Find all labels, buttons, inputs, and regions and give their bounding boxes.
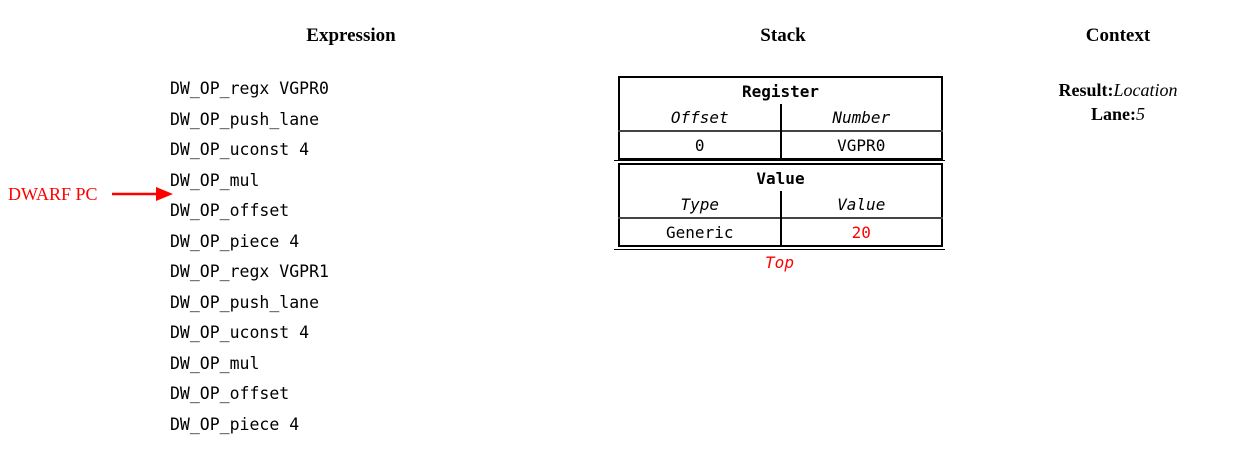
stack-container: Register Offset Number 0 VGPR0 Value Typ… (614, 76, 954, 273)
stack-entry-value-row: Generic 20 (619, 217, 942, 246)
context-value: Location (1113, 80, 1178, 100)
expression-line: DW_OP_piece 4 (170, 414, 300, 434)
context-row-result: Result:Location (1018, 78, 1218, 102)
context-body: Result:Location Lane:5 (1018, 78, 1218, 126)
stack-column-header: Number (832, 107, 891, 127)
expression-line: DW_OP_mul (170, 170, 260, 190)
expression-line: DW_OP_offset (170, 201, 290, 220)
context-value: 5 (1136, 104, 1145, 124)
stack-entry-value: Value Type Value Generic 20 (618, 163, 943, 247)
context-key: Lane: (1091, 104, 1136, 124)
stack-entry-title: Value (756, 168, 805, 188)
stack-column-header: Value (837, 194, 886, 214)
column-heading-context: Context (1085, 25, 1151, 46)
expression-list: DW_OP_regx VGPR0 DW_OP_push_lane DW_OP_u… (170, 74, 470, 440)
stack-entry-header-row: Type Value (619, 191, 942, 218)
stack-entry-title: Register (741, 81, 820, 101)
expression-line: DW_OP_mul (170, 353, 260, 373)
dwarf-pc-label: DWARF PC (8, 184, 98, 204)
stack-cell-value: 0 (619, 130, 782, 159)
expression-line: DW_OP_push_lane (170, 292, 320, 312)
stack-entry-value-row: 0 VGPR0 (619, 130, 942, 159)
stack-entry-register: Register Offset Number 0 VGPR0 (618, 76, 943, 160)
stack-entry-title-row: Value (619, 164, 942, 191)
column-heading-stack: Stack (760, 25, 806, 46)
column-heading-expression: Expression (306, 25, 396, 46)
context-key: Result: (1058, 80, 1114, 100)
stack-entry-separator (614, 160, 945, 161)
expression-line: DW_OP_uconst 4 (170, 323, 310, 342)
expression-line: DW_OP_regx VGPR0 (170, 79, 329, 98)
stack-cell-value: VGPR0 (780, 130, 942, 159)
expression-line: DW_OP_uconst 4 (170, 140, 310, 159)
stack-bottom-rule (614, 249, 945, 250)
expression-line: DW_OP_offset (170, 384, 290, 403)
stack-column-header: Offset (619, 104, 782, 131)
stack-top-label: Top (765, 253, 794, 272)
context-row-lane: Lane:5 (1018, 102, 1218, 126)
expression-line: DW_OP_piece 4 (170, 231, 300, 251)
stack-cell-value: 20 (780, 217, 942, 246)
stack-entry-title-row: Register (619, 77, 942, 104)
expression-line: DW_OP_regx VGPR1 (170, 262, 329, 281)
dwarf-pc-arrow-icon (112, 187, 173, 201)
dwarf-pc-marker: DWARF PC (8, 182, 173, 206)
stack-cell-value: Generic (619, 217, 782, 246)
expression-line: DW_OP_push_lane (170, 109, 320, 129)
stack-entry-header-row: Offset Number (619, 104, 942, 131)
stack-column-header: Type (619, 191, 782, 218)
